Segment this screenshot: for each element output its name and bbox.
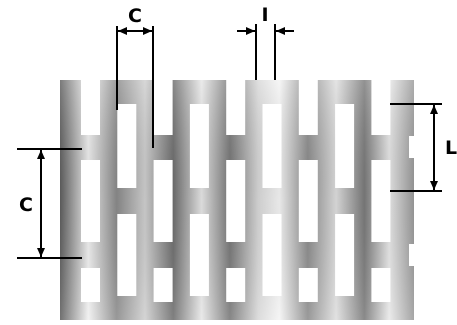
slot-width-dimension [237,24,294,80]
slot [226,268,246,302]
slot-length-label: L [445,137,457,159]
slot [371,80,391,135]
slot-length-dimension [390,103,442,192]
slot-pattern [81,80,391,302]
arrowhead [246,27,255,35]
slot [153,80,173,135]
slot [153,160,173,242]
slot [371,268,391,302]
slot [298,160,318,242]
slot [189,214,209,296]
slot [298,80,318,135]
slot [262,104,282,188]
slot [262,214,282,296]
slot [298,268,318,302]
side-pitch-dimension [17,148,82,259]
arrowhead [118,27,127,35]
slot [371,160,391,242]
arrowhead [430,105,438,114]
arrowhead [430,181,438,190]
slot [189,104,209,188]
slot [226,160,246,242]
arrowhead [276,27,285,35]
slot [335,104,355,188]
slot [335,214,355,296]
side-pitch-label: C [19,194,33,216]
edge-notch [409,244,415,266]
arrowhead [37,150,45,159]
arrowhead [37,248,45,257]
slot [153,268,173,302]
slot-width-label: I [261,4,268,26]
arrowhead [143,27,152,35]
slot [81,80,100,135]
slot [117,214,137,296]
slot [81,268,100,302]
slot [226,80,246,135]
top-pitch-label: C [128,5,142,27]
slot [81,160,100,242]
slot [117,104,137,188]
edge-notch [409,136,415,158]
